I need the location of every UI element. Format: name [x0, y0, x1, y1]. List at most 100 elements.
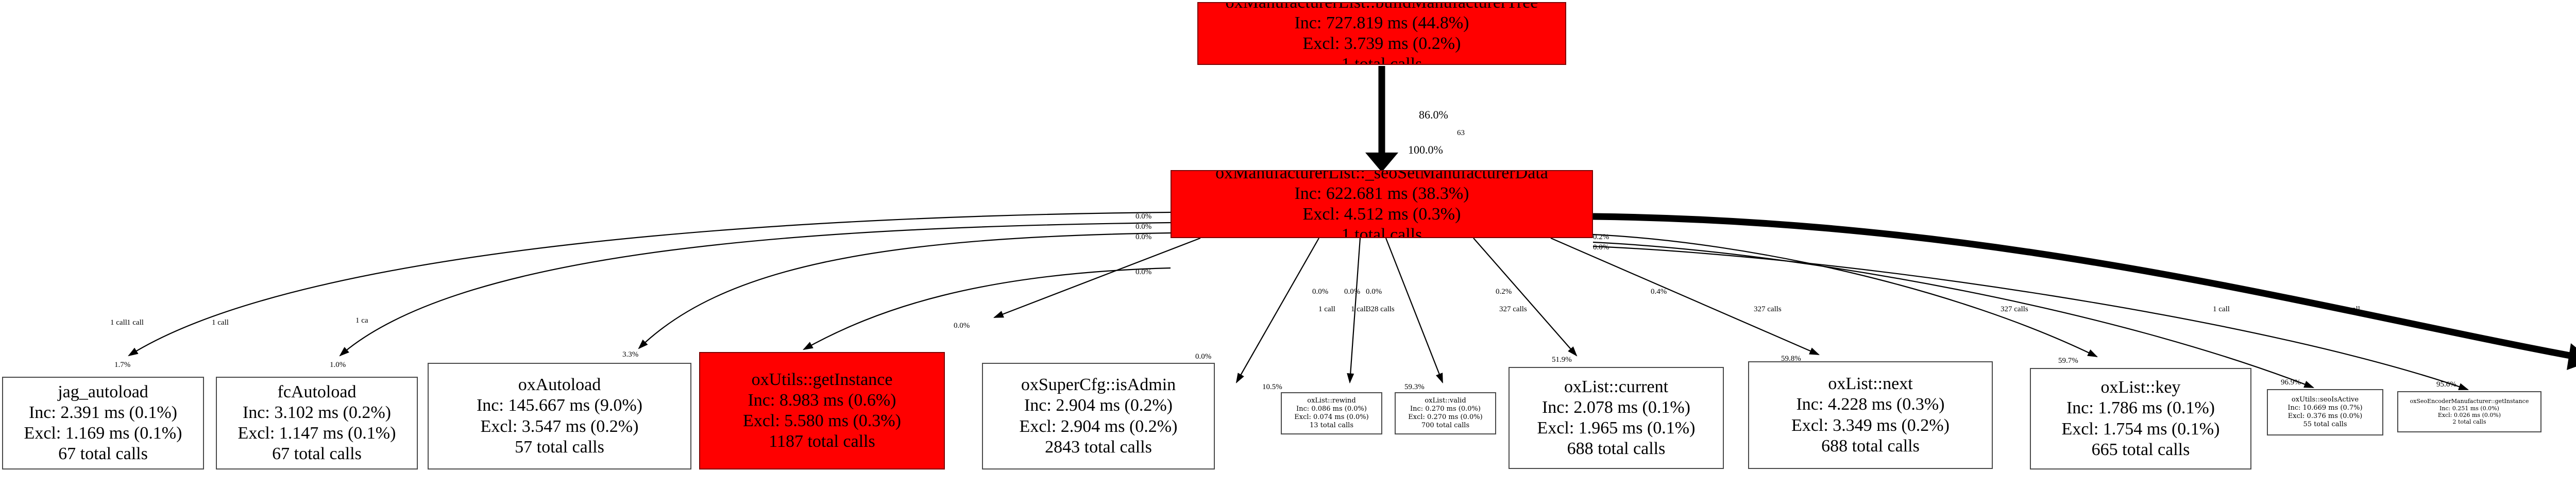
- graph-node-oxSuperCfg-isAdmin[interactable]: oxSuperCfg::isAdmin Inc: 2.904 ms (0.2%)…: [982, 363, 1215, 470]
- edge-fan-right: [1592, 233, 2469, 391]
- node-exclusive-time: Excl: 1.965 ms (0.1%): [1537, 418, 1696, 438]
- node-total-calls: 13 total calls: [1309, 421, 1353, 429]
- edge-label: 0.0%: [1136, 268, 1152, 276]
- edge-label: 1.7%: [114, 361, 131, 369]
- edge-label: 100.0%: [1408, 143, 1443, 156]
- graph-node-oxList-key[interactable]: oxList::key Inc: 1.786 ms (0.1%) Excl: 1…: [2030, 368, 2251, 470]
- node-function-name: oxList::valid: [1425, 397, 1466, 405]
- edge-label: 0.2%: [1593, 233, 1609, 241]
- node-total-calls: 1 total calls: [1341, 55, 1422, 65]
- node-function-name: oxSeoEncoderManufacturer::getInstance: [2410, 398, 2529, 405]
- edge-label: 63: [1457, 129, 1465, 137]
- graph-node-oxList-current[interactable]: oxList::current Inc: 2.078 ms (0.1%) Exc…: [1509, 367, 1724, 469]
- graph-node-oxSeoEncoderManufacturer-getInstance[interactable]: oxSeoEncoderManufacturer::getInstance In…: [2397, 391, 2541, 432]
- edge-label: 0.0%: [1136, 233, 1152, 241]
- node-inclusive-time: Inc: 4.228 ms (0.3%): [1796, 395, 1945, 414]
- graph-node-buildManufacturerTree[interactable]: oxManufacturerList::buildManufacturerTre…: [1197, 2, 1566, 65]
- node-total-calls: 57 total calls: [515, 437, 604, 457]
- node-exclusive-time: Excl: 4.512 ms (0.3%): [1302, 205, 1461, 224]
- node-inclusive-time: Inc: 0.086 ms (0.0%): [1296, 405, 1367, 413]
- node-total-calls: 1187 total calls: [769, 432, 875, 451]
- node-inclusive-time: Inc: 10.669 ms (0.7%): [2287, 404, 2363, 412]
- node-inclusive-time: Inc: 8.983 ms (0.6%): [748, 390, 896, 410]
- graph-node-oxUtils-getInstance[interactable]: oxUtils::getInstance Inc: 8.983 ms (0.6%…: [699, 352, 945, 470]
- node-function-name: oxManufacturerList::buildManufacturerTre…: [1225, 2, 1538, 12]
- edge-seoset-to-getmanufacturerurl: [1592, 213, 2576, 370]
- node-exclusive-time: Excl: 1.169 ms (0.1%): [24, 424, 182, 443]
- node-inclusive-time: Inc: 3.102 ms (0.2%): [242, 403, 391, 422]
- node-function-name: oxUtils::getInstance: [751, 370, 893, 389]
- graph-node-oxUtils-seoIsActive[interactable]: oxUtils::seoIsActive Inc: 10.669 ms (0.7…: [2267, 389, 2383, 435]
- edge-label: 1 call: [2343, 305, 2360, 313]
- edge-label: 0.0%: [954, 322, 970, 330]
- node-exclusive-time: Excl: 3.739 ms (0.2%): [1302, 34, 1461, 53]
- node-inclusive-time: Inc: 2.078 ms (0.1%): [1541, 397, 1690, 417]
- edge-label: 10.5%: [1262, 383, 1282, 391]
- edge-label: 95.6%: [2436, 380, 2456, 389]
- edge-label: 327 calls: [1754, 305, 1782, 313]
- edge-label: 327 calls: [2001, 305, 2028, 313]
- node-total-calls: 665 total calls: [2091, 440, 2190, 459]
- node-exclusive-time: Excl: 0.026 ms (0.0%): [2437, 412, 2501, 418]
- edge-label: 1 ca: [355, 316, 368, 325]
- graph-node-oxList-next[interactable]: oxList::next Inc: 4.228 ms (0.3%) Excl: …: [1748, 361, 1993, 469]
- edge-label: 0.2%: [1496, 288, 1512, 296]
- node-function-name: oxUtils::seoIsActive: [2291, 396, 2359, 404]
- node-function-name: oxList::key: [2100, 378, 2181, 397]
- edge-label: 59.3%: [1404, 383, 1425, 391]
- edge-label: 1 call: [1351, 305, 1368, 313]
- edge-label: 96.9%: [2281, 378, 2301, 387]
- edge-label: 96.7%: [1593, 213, 1613, 222]
- edge-label: 3.3%: [622, 350, 639, 359]
- edge-label: 51.9%: [1552, 356, 1572, 364]
- node-inclusive-time: Inc: 727.819 ms (44.8%): [1294, 13, 1469, 32]
- graph-node-oxList-valid[interactable]: oxList::valid Inc: 0.270 ms (0.0%) Excl:…: [1395, 392, 1496, 434]
- node-inclusive-time: Inc: 0.251 ms (0.0%): [2439, 405, 2499, 412]
- node-exclusive-time: Excl: 0.270 ms (0.0%): [1408, 413, 1483, 421]
- node-inclusive-time: Inc: 2.904 ms (0.2%): [1024, 396, 1173, 415]
- node-exclusive-time: Excl: 1.754 ms (0.1%): [2061, 419, 2220, 439]
- node-function-name: oxManufacturerList::_seoSetManufacturerD…: [1215, 170, 1548, 182]
- graph-node-oxAutoload[interactable]: oxAutoload Inc: 145.667 ms (9.0%) Excl: …: [428, 363, 691, 470]
- edge-label: 327 calls: [1499, 305, 1527, 313]
- edge-label: 86.0%: [1419, 108, 1448, 121]
- node-function-name: oxList::rewind: [1307, 397, 1356, 405]
- edge-label: 59.8%: [1781, 355, 1801, 363]
- node-exclusive-time: Excl: 0.074 ms (0.0%): [1294, 413, 1369, 421]
- graph-node-oxList-rewind[interactable]: oxList::rewind Inc: 0.086 ms (0.0%) Excl…: [1281, 392, 1382, 434]
- node-inclusive-time: Inc: 622.681 ms (38.3%): [1294, 183, 1469, 203]
- node-total-calls: 1 total calls: [1341, 225, 1422, 238]
- graph-node-fcAutoload[interactable]: fcAutoload Inc: 3.102 ms (0.2%) Excl: 1.…: [216, 377, 418, 470]
- node-total-calls: 67 total calls: [58, 444, 148, 464]
- edge-label: 1 call: [127, 318, 144, 327]
- node-exclusive-time: Excl: 0.376 ms (0.0%): [2287, 412, 2363, 420]
- edge-label: 0.0%: [1344, 288, 1361, 296]
- node-total-calls: 700 total calls: [1421, 421, 1470, 429]
- edge-label: 59.7%: [2058, 357, 2078, 365]
- node-function-name: oxList::current: [1564, 377, 1669, 396]
- node-total-calls: 55 total calls: [2303, 420, 2347, 428]
- graph-node-seoSetManufacturerData[interactable]: oxManufacturerList::_seoSetManufacturerD…: [1171, 170, 1593, 238]
- edge-label: 1.0%: [330, 361, 346, 369]
- edge-fan-left: [128, 211, 1171, 357]
- node-total-calls: 688 total calls: [1567, 439, 1666, 459]
- node-function-name: jag_autoload: [58, 382, 148, 401]
- edge-label: 0.4%: [1651, 288, 1667, 296]
- node-inclusive-time: Inc: 0.270 ms (0.0%): [1410, 405, 1481, 413]
- graph-node-jag_autoload[interactable]: jag_autoload Inc: 2.391 ms (0.1%) Excl: …: [2, 377, 204, 470]
- node-function-name: fcAutoload: [277, 382, 357, 401]
- node-exclusive-time: Excl: 3.349 ms (0.2%): [1791, 415, 1950, 435]
- edge-label: 0.0%: [1366, 288, 1382, 296]
- edge-label: 0.0%: [1136, 212, 1152, 221]
- edge-label: 328 calls: [1367, 305, 1395, 313]
- edge-label: 1 call: [110, 318, 127, 327]
- node-inclusive-time: Inc: 145.667 ms (9.0%): [476, 396, 642, 415]
- node-function-name: oxSuperCfg::isAdmin: [1021, 375, 1176, 395]
- edge-label: 0.0%: [1593, 243, 1609, 252]
- node-function-name: oxList::next: [1828, 374, 1913, 394]
- edge-label: 1 call: [1318, 305, 1335, 313]
- node-exclusive-time: Excl: 2.904 ms (0.2%): [1019, 416, 1178, 436]
- node-inclusive-time: Inc: 1.786 ms (0.1%): [2066, 398, 2215, 418]
- node-total-calls: 688 total calls: [1821, 436, 1920, 456]
